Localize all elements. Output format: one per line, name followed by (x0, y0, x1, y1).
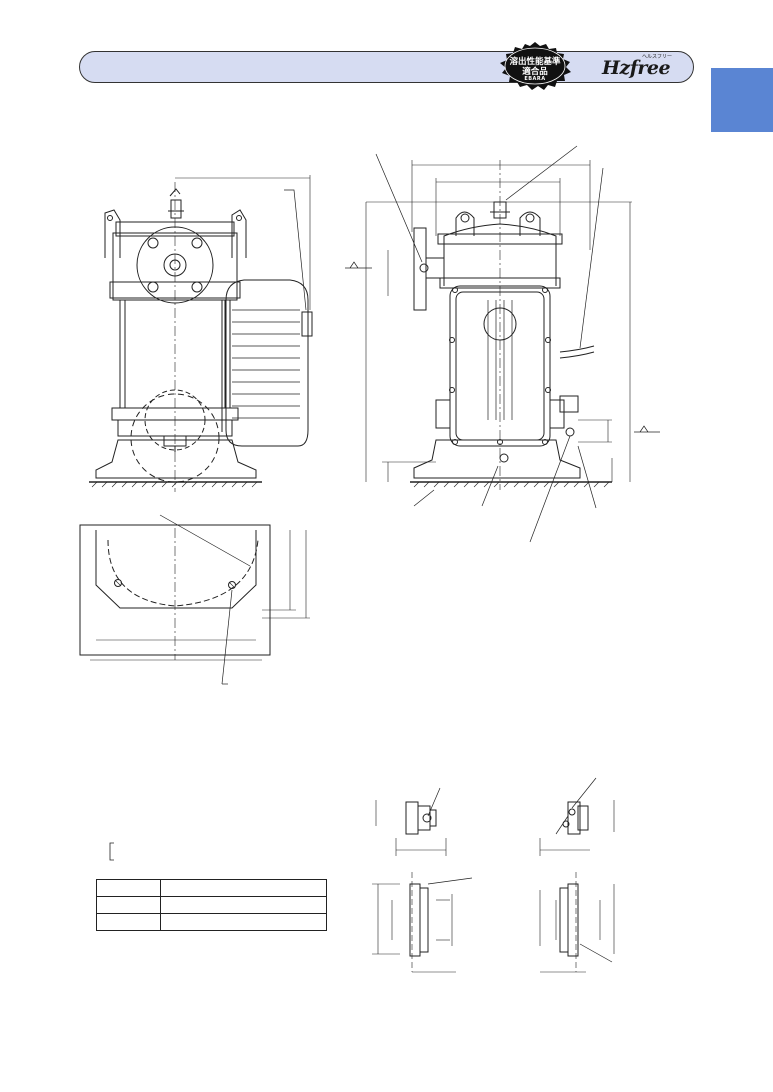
badge-line1: 溶出性能基準 (509, 57, 561, 67)
logo-kana: ヘルスフリー (642, 54, 673, 60)
seal-badge-icon (500, 42, 571, 90)
table-row (96, 879, 327, 897)
table-row (96, 913, 327, 931)
side-view-drawing (89, 175, 313, 492)
table-cell (96, 896, 161, 914)
table-cell (160, 879, 327, 897)
spec-table (96, 879, 327, 931)
table-cell (96, 879, 161, 897)
table-row (96, 896, 327, 914)
front-view-drawing (345, 145, 660, 543)
logo-text: Hzfree (602, 57, 671, 79)
flange-detail-drawings (372, 777, 615, 973)
table-cell (160, 913, 327, 931)
table-cell (160, 896, 327, 914)
certification-badge: 溶出性能基準 適合品 EBARA (494, 41, 576, 91)
badge-maker: EBARA (524, 76, 546, 82)
header-bar (79, 51, 694, 83)
table-cell (96, 913, 161, 931)
section-tab (711, 68, 773, 132)
badge-line2: 適合品 (522, 67, 548, 77)
brand-logo: ヘルスフリー Hzfree (598, 53, 678, 81)
plan-view-drawing (79, 514, 310, 685)
